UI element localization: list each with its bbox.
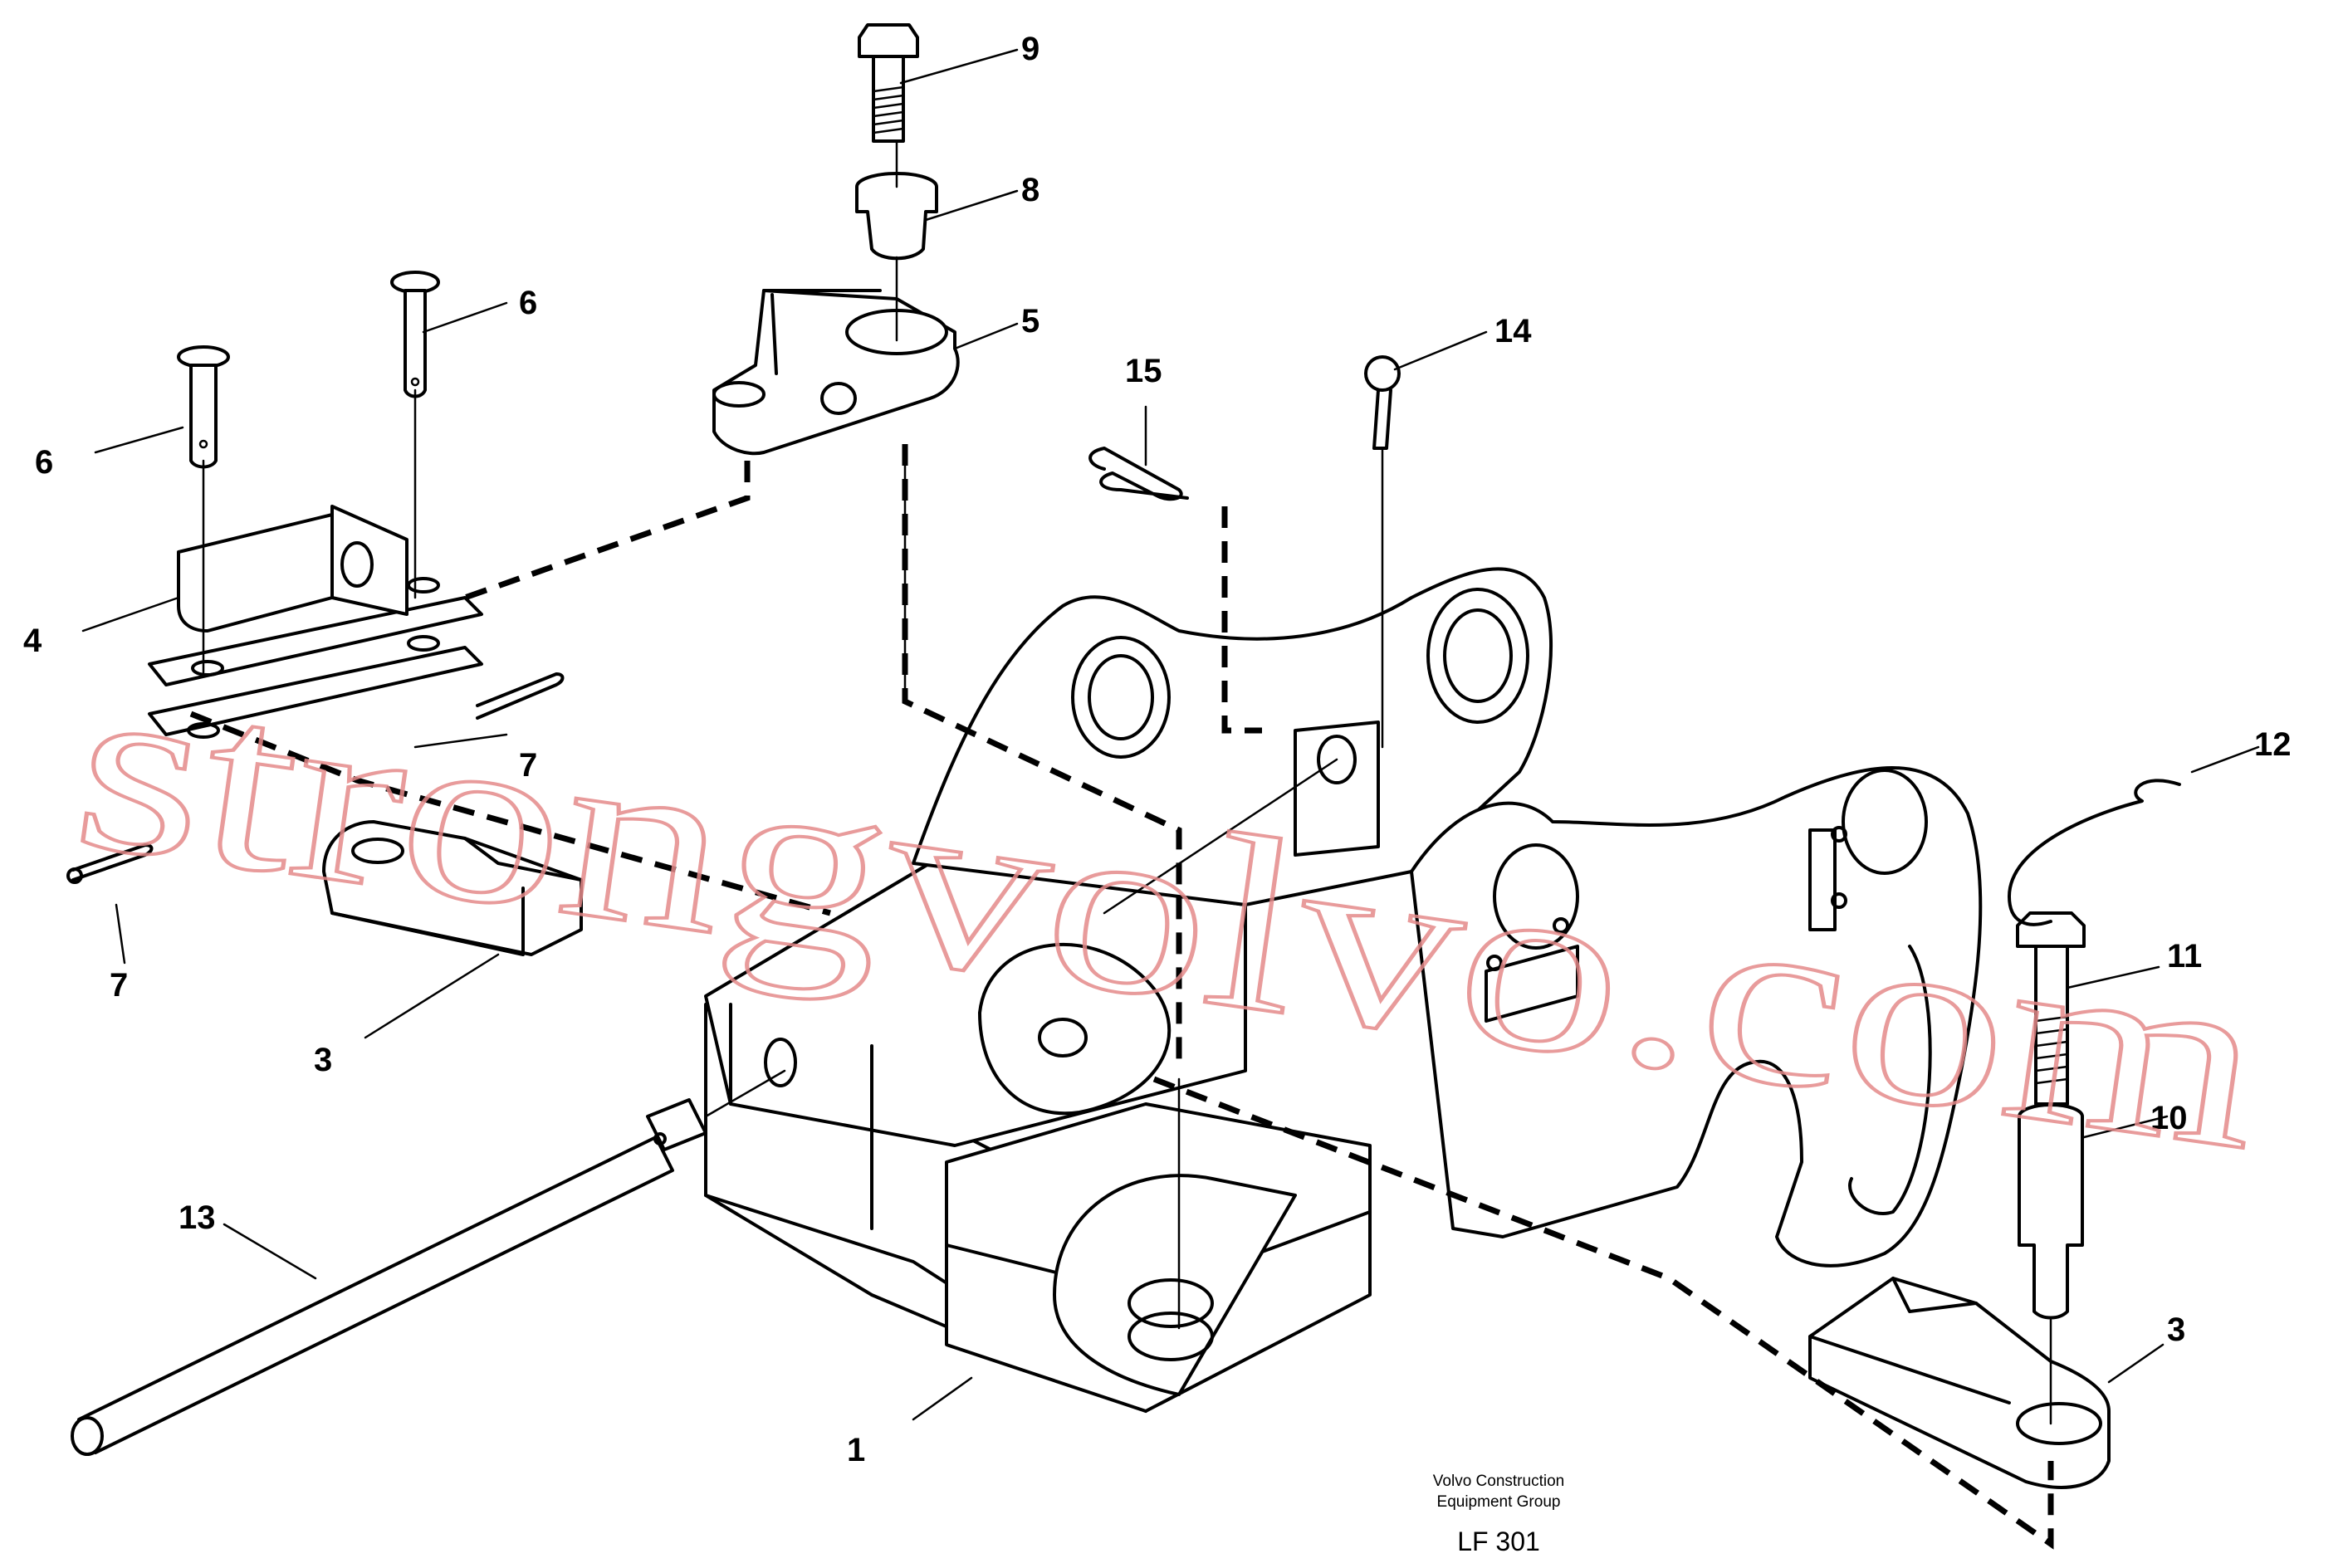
- callout-10: 10: [2150, 1100, 2188, 1136]
- callout-7: 7: [110, 967, 128, 1004]
- lock-pin-14: [1364, 355, 1401, 450]
- bushing-10: [2018, 1103, 2084, 1320]
- assembly-lines: [189, 139, 2054, 1550]
- pin-6-right: [390, 271, 440, 398]
- caption-line2: Equipment Group: [1437, 1493, 1561, 1511]
- callout-6: 6: [35, 444, 53, 481]
- shaft-13: [71, 1098, 707, 1456]
- callout-13: 13: [179, 1199, 216, 1236]
- callout-14: 14: [1494, 313, 1532, 349]
- callout-12: 12: [2254, 726, 2292, 763]
- caption-line1: Volvo Construction: [1433, 1473, 1564, 1490]
- callout-7: 7: [519, 747, 537, 784]
- leader-lines: [81, 48, 2260, 1421]
- wire-clip-12: [2008, 779, 2181, 926]
- figure-caption: Volvo Construction Equipment Group LF 30…: [1433, 1473, 1564, 1556]
- callout-3: 3: [2167, 1312, 2185, 1348]
- callout-6: 6: [519, 285, 537, 321]
- callout-labels: 9 8 5 6 6 4 7 7 3 13 1 15 14 12 11 10 3: [23, 31, 2292, 1468]
- callout-1: 1: [847, 1432, 865, 1468]
- callout-3: 3: [314, 1042, 332, 1078]
- callout-11: 11: [2167, 938, 2202, 975]
- spring-clip-15: [1088, 447, 1189, 501]
- callout-9: 9: [1021, 31, 1039, 67]
- bracket-4: [148, 505, 483, 739]
- quick-coupler-frame: [704, 567, 1983, 1413]
- figure-code: LF 301: [1457, 1526, 1540, 1556]
- callout-4: 4: [23, 623, 42, 659]
- pin-6-left: [177, 345, 230, 469]
- wedge-3-left: [322, 820, 583, 956]
- callout-15: 15: [1125, 353, 1162, 389]
- bracket-5: [712, 289, 960, 456]
- bolt-9: [858, 23, 919, 143]
- wedge-3-right: [1808, 1277, 2111, 1489]
- bolt-11: [2016, 911, 2086, 1106]
- cotter-pin-7-right: [476, 672, 565, 720]
- callout-5: 5: [1021, 303, 1039, 339]
- callout-8: 8: [1021, 172, 1039, 208]
- cotter-pin-7-left: [66, 843, 154, 884]
